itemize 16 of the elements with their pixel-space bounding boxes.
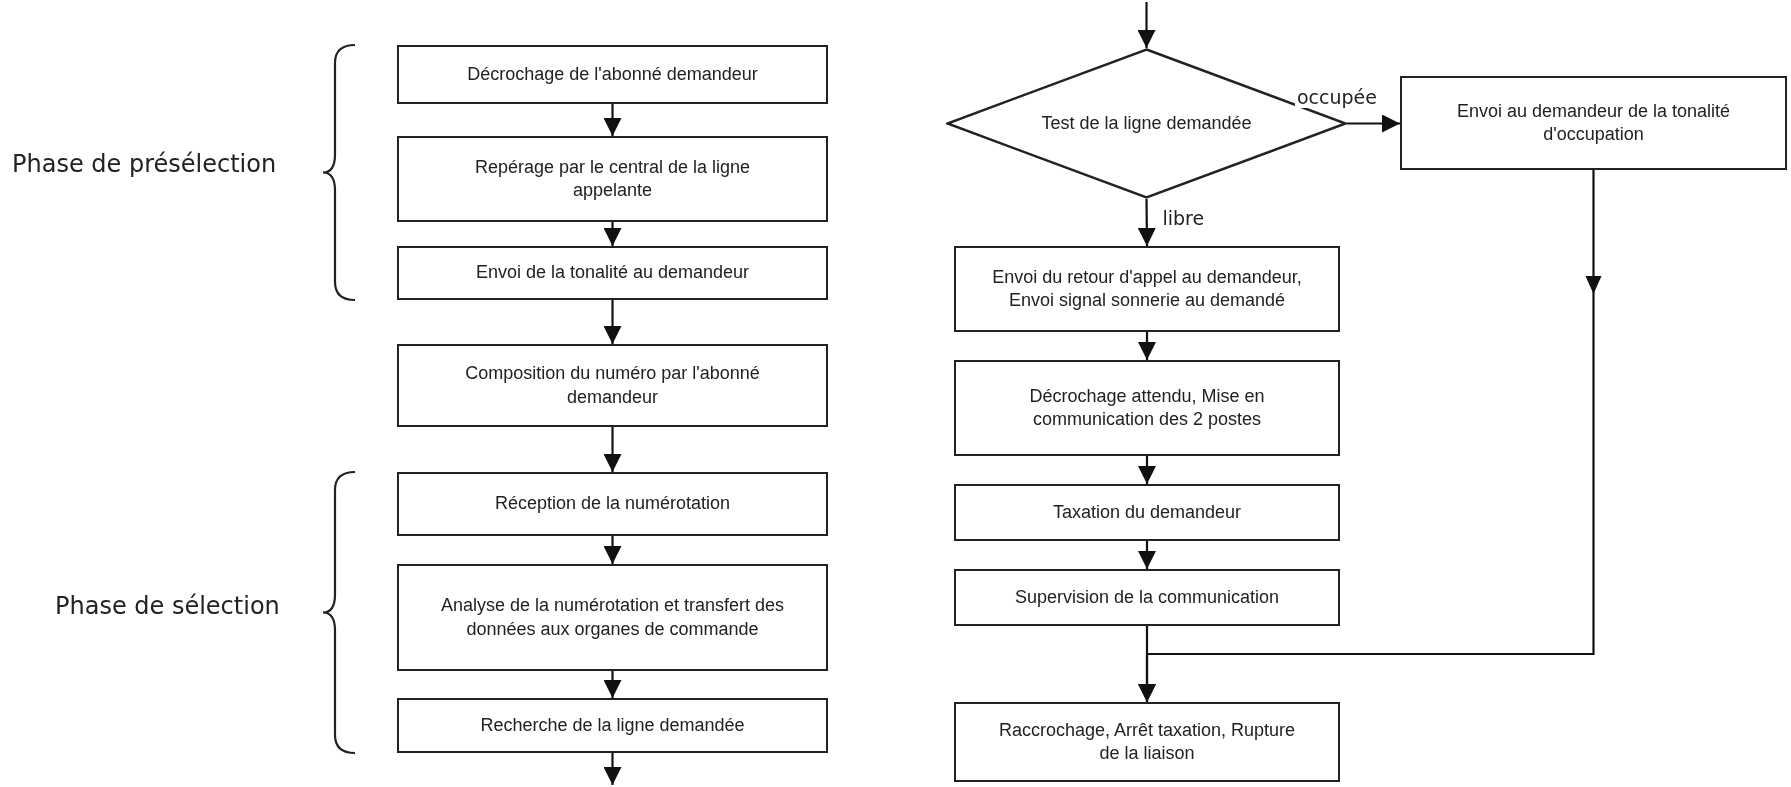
process-box: Repérage par le central de la ligne appelante: [397, 136, 828, 222]
process-box: Envoi de la tonalité au demandeur: [397, 246, 828, 300]
process-box: Envoi du retour d'appel au demandeur, Envoi signal sonnerie au demandé: [954, 246, 1340, 332]
process-box: Réception de la numérotation: [397, 472, 828, 536]
process-box: Analyse de la numérotation et transfert des données aux organes de commande: [397, 564, 828, 671]
process-box: Raccrochage, Arrêt taxation, Rupture de la liaison: [954, 702, 1340, 782]
phase-label: Phase de sélection: [55, 592, 280, 620]
process-box: Supervision de la communication: [954, 569, 1340, 626]
phase-label: Phase de présélection: [12, 150, 277, 178]
edge-label: occupée: [1295, 85, 1379, 108]
process-box: Décrochage de l'abonné demandeur: [397, 45, 828, 104]
process-box: Décrochage attendu, Mise en communication des 2 postes: [954, 360, 1340, 456]
process-box: Envoi au demandeur de la tonalité d'occupation: [1400, 76, 1787, 170]
process-box: Composition du numéro par l'abonné demandeur: [397, 344, 828, 427]
process-box: Taxation du demandeur: [954, 484, 1340, 541]
process-box: Recherche de la ligne demandée: [397, 698, 828, 753]
